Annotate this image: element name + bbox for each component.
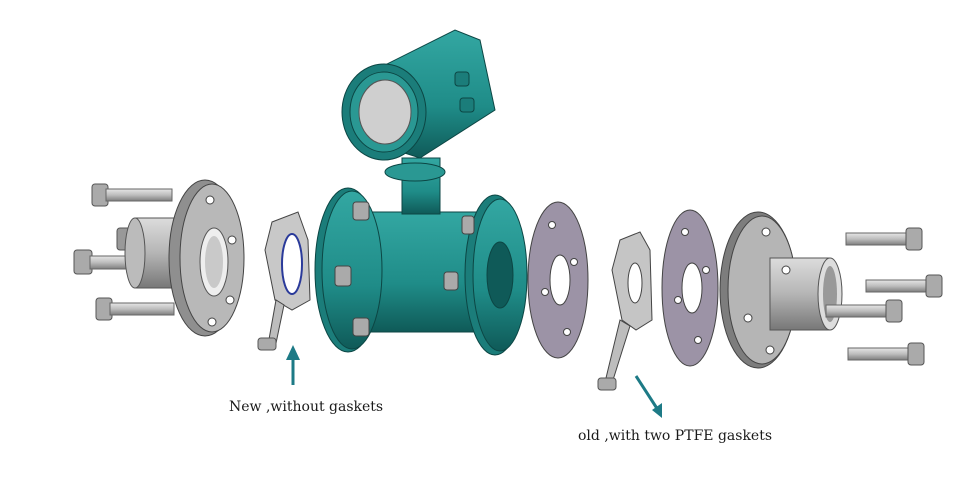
bolt	[95, 297, 175, 321]
left-pipe-flange	[124, 179, 245, 337]
transmitter-head	[341, 29, 496, 161]
right-pipe-flange	[719, 211, 843, 369]
bolt	[825, 299, 903, 323]
arrow-new	[286, 345, 300, 385]
bolt	[847, 342, 925, 366]
new-grounding-ring	[257, 211, 311, 351]
bolt	[865, 274, 943, 298]
right-bolts	[825, 227, 943, 366]
ptfe-gasket	[527, 201, 589, 359]
arrow-old	[634, 375, 662, 418]
display-window	[358, 79, 412, 145]
ptfe-gasket	[661, 209, 719, 367]
body-nuts	[334, 201, 475, 337]
new-ring-label: New ,without gaskets	[229, 399, 384, 415]
bolt	[845, 227, 923, 251]
old-ring-label: old ,with two PTFE gaskets	[578, 428, 773, 444]
flowmeter-body	[314, 157, 528, 356]
old-grounding-ring	[597, 231, 653, 391]
bolt	[91, 183, 173, 207]
